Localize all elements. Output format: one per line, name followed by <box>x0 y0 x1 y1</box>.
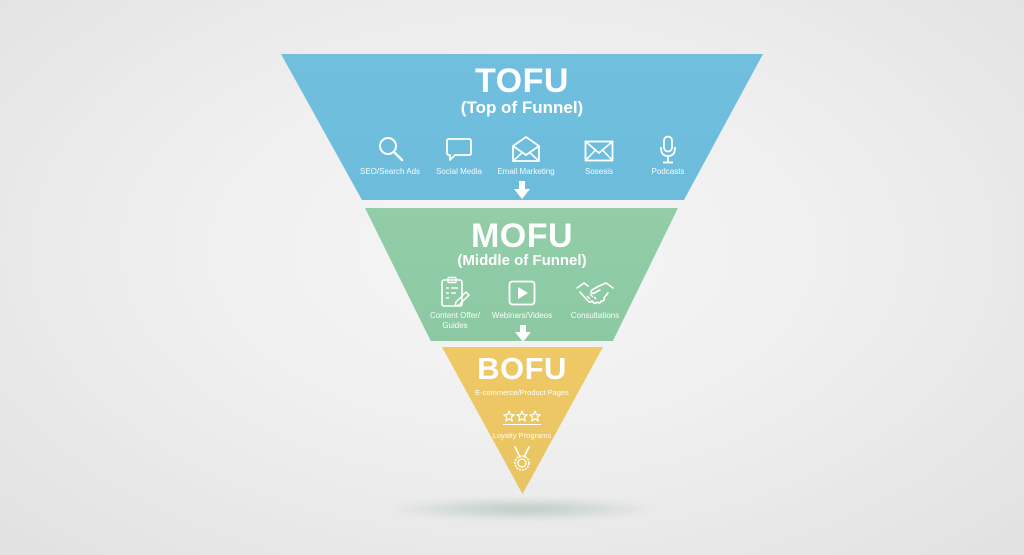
magnifier-icon <box>377 135 405 163</box>
clipboard-icon <box>440 276 470 308</box>
tofu-item-label: SEO/Search Ads <box>359 167 421 176</box>
tofu-item-label: Social Media <box>436 167 482 176</box>
medal-icon <box>512 446 532 472</box>
tofu-item-label: Podcasts <box>651 167 685 176</box>
tofu-item-label: Sosesis <box>584 167 613 176</box>
tofu-layer <box>281 54 763 200</box>
open-envelope-icon <box>511 135 541 163</box>
tofu-item-label: Email Marketing <box>497 167 555 176</box>
tofu-title: TOFU <box>475 62 569 100</box>
mofu-item-label-line2: Guides <box>442 321 468 330</box>
mofu-item-label: Webinars/Videos <box>491 311 553 320</box>
bofu-item-label: E-commerce/Product Pages <box>475 388 569 397</box>
three-stars-icon <box>503 410 541 426</box>
mofu-title: MOFU <box>470 217 574 255</box>
tofu-subtitle: (Top of Funnel) <box>460 98 584 117</box>
bofu-item-label: Loyalty Programs <box>492 431 552 440</box>
funnel-shadow <box>392 498 652 520</box>
handshake-icon <box>575 280 615 306</box>
down-arrow-icon <box>514 181 530 199</box>
envelope-icon <box>584 140 614 162</box>
microphone-icon <box>659 135 677 165</box>
mofu-item-label: Consultations <box>570 311 620 320</box>
play-button-icon <box>508 280 536 306</box>
down-arrow-icon <box>515 325 531 342</box>
mofu-item-label: Content Offer/ <box>429 311 481 320</box>
speech-bubble-icon <box>445 137 473 163</box>
mofu-subtitle: (Middle of Funnel) <box>457 252 587 269</box>
bofu-title: BOFU <box>477 351 567 386</box>
